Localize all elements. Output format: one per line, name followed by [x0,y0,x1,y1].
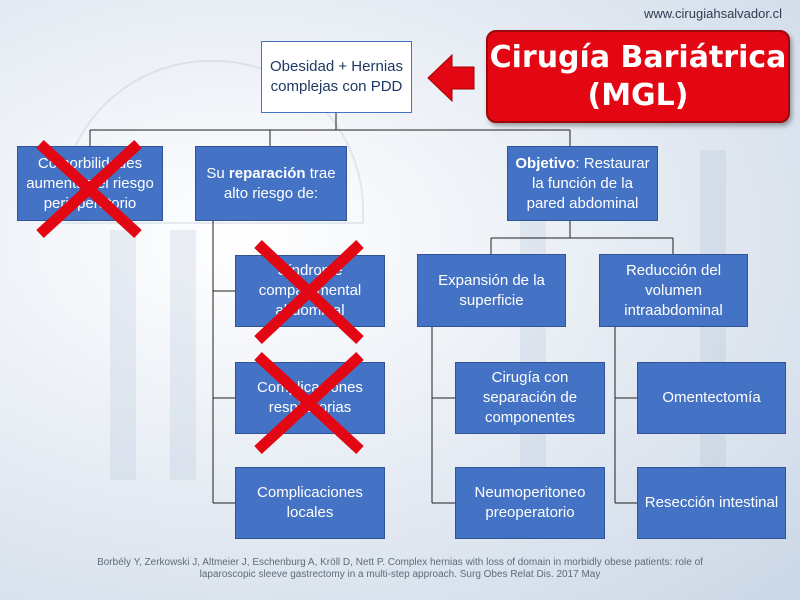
root-node: Obesidad + Hernias complejas con PDD [261,41,412,113]
omentectomy-node: Omentectomía [637,362,786,434]
intestinal-resection-text: Resección intestinal [644,494,779,511]
objective-bold-text: Objetivo [515,154,576,172]
objective-node: Objetivo: Restaurar la función de la par… [507,146,658,221]
intestinal-resection-node: Resección intestinal [637,467,786,539]
local-complications-node: Complicaciones locales [235,467,385,539]
omentectomy-text: Omentectomía [662,389,761,406]
reduction-node: Reducción del volumen intraabdominal [599,254,748,327]
repair-pre-text: Su [206,164,229,182]
expansion-node-text: Expansión de la superficie [438,271,545,309]
title-text: Cirugía Bariátrica (MGL) [489,39,787,113]
pneumoperitoneum-node: Neumoperitoneo preoperatorio [455,467,605,539]
expansion-node: Expansión de la superficie [417,254,566,327]
component-separation-node: Cirugía con separación de componentes [455,362,605,434]
website-url: www.cirugiahsalvador.cl [643,6,782,21]
background-column [170,230,196,480]
objective-node-text: Objetivo: Restaurar la función de la par… [509,154,655,214]
repair-bold-text: reparación [228,164,306,182]
objective-post-text: : Restaurar la función de la pared abdom… [526,154,650,212]
component-separation-text: Cirugía con separación de componentes [482,369,578,426]
background-column [110,230,136,480]
pneumoperitoneum-text: Neumoperitoneo preoperatorio [474,484,586,521]
reduction-node-text: Reducción del volumen intraabdominal [624,261,723,319]
repair-node: Su reparación trae alto riesgo de: [195,146,347,221]
left-arrow-icon [427,53,475,103]
x-mark-icon [254,239,364,345]
repair-post-text: trae alto riesgo de: [223,164,336,202]
x-mark-icon [254,351,364,455]
local-complications-text: Complicaciones locales [257,484,363,521]
respiratory-complications-node: Complicaciones respiratorias [235,362,385,434]
repair-node-text: Su reparación trae alto riesgo de: [200,164,341,204]
root-node-text: Obesidad + Hernias complejas con PDD [270,58,403,95]
x-mark-icon [36,139,142,239]
title-box: Cirugía Bariátrica (MGL) [486,30,790,123]
citation-text: Borbély Y, Zerkowski J, Altmeier J, Esch… [97,557,703,580]
